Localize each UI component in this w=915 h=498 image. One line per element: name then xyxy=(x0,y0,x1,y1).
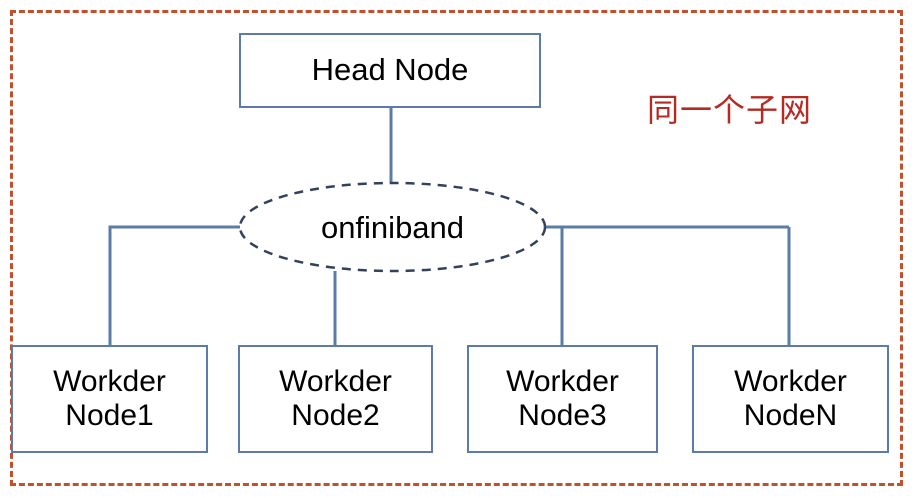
worker-node-n-label-line2: NodeN xyxy=(743,399,838,432)
worker-node-3-label-line1: Workder xyxy=(506,365,619,399)
head-node-label: Head Node xyxy=(311,52,469,88)
worker-node-n-label-line1: Workder xyxy=(734,365,847,399)
worker-node-2-label-line1: Workder xyxy=(279,365,392,399)
worker-node-1-box[interactable]: Workder Node1 xyxy=(11,345,208,453)
worker-node-n-box[interactable]: Workder NodeN xyxy=(692,345,889,453)
worker-node-3-box[interactable]: Workder Node3 xyxy=(467,345,658,453)
subnet-boundary-dashed-rect xyxy=(10,10,903,486)
worker-node-1-label-line2: Node1 xyxy=(65,399,154,432)
subnet-annotation-text: 同一个子网 xyxy=(647,91,813,129)
fabric-label: onfiniband xyxy=(320,210,465,245)
worker-node-2-label-line2: Node2 xyxy=(291,399,380,432)
worker-node-2-box[interactable]: Workder Node2 xyxy=(238,345,433,453)
head-node-box[interactable]: Head Node xyxy=(239,33,541,108)
worker-node-3-label-line2: Node3 xyxy=(518,399,607,432)
fabric-label-wrapper[interactable]: onfiniband xyxy=(240,205,545,251)
worker-node-1-label-line1: Workder xyxy=(53,365,166,399)
